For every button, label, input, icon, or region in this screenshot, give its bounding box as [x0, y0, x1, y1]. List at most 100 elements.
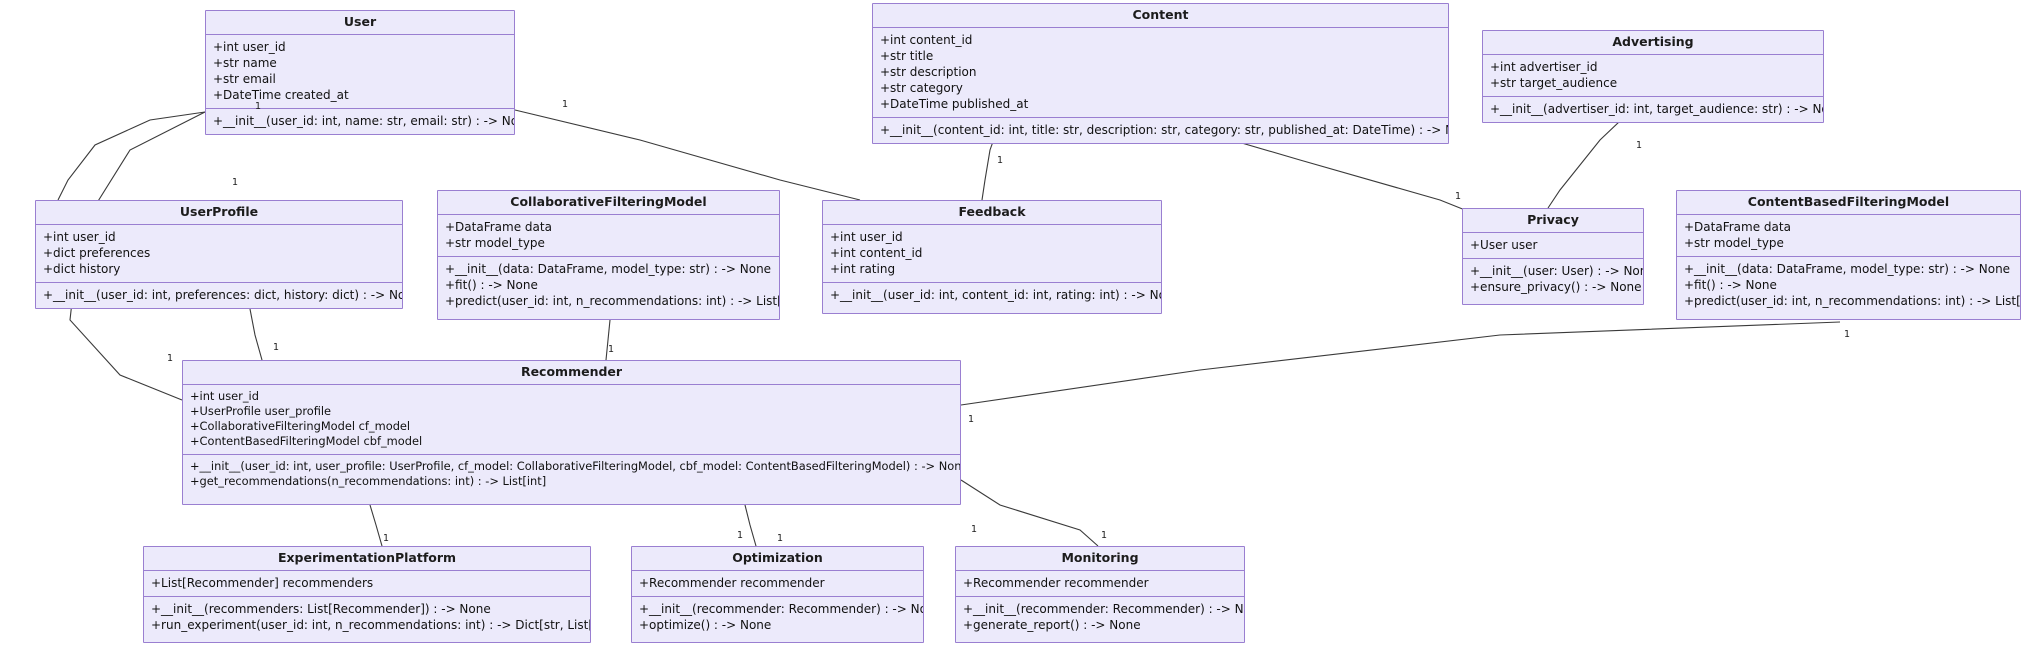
class-attribute-row: +DataFrame data	[445, 220, 552, 235]
class-attribute-row: +int content_id	[830, 246, 923, 261]
class-title: CollaborativeFilteringModel	[438, 191, 779, 216]
multiplicity-label: 1	[1101, 530, 1108, 541]
class-method-row: +__init__(recommender: Recommender) : ->…	[963, 602, 1245, 617]
class-attributes: +Recommender recommender	[956, 571, 1244, 598]
multiplicity-label: 1	[608, 344, 615, 355]
class-attributes: +DataFrame data+str model_type	[438, 215, 779, 258]
class-attribute-row: +int advertiser_id	[1490, 60, 1598, 75]
uml-class-optimization[interactable]: Optimization+Recommender recommender+__i…	[631, 546, 924, 643]
uml-class-privacy[interactable]: Privacy +User user +__init__(user: User) :…	[1462, 208, 1644, 305]
class-attribute-row: +Recommender recommender	[963, 576, 1149, 591]
multiplicity-label: 1	[1455, 191, 1462, 202]
class-title: UserProfile	[36, 201, 402, 226]
uml-class-content[interactable]: Content+int content_id+str title+str des…	[872, 3, 1449, 145]
class-attribute-row: +ContentBasedFilteringModel cbf_model	[190, 434, 423, 449]
class-methods: +__init__(data: DataFrame, model_type: s…	[1677, 257, 2021, 315]
class-methods: +__init__(user_id: int, preferences: dic…	[36, 283, 403, 309]
multiplicity-label: 1	[167, 353, 174, 364]
class-attribute-row: +int user_id	[213, 40, 286, 55]
uml-class-recommender[interactable]: Recommender+int user_id+UserProfile user…	[182, 360, 961, 505]
multiplicity-label: 1	[383, 533, 390, 544]
class-attribute-row: +dict preferences	[43, 246, 151, 261]
class-attribute-row: +DataFrame data	[1684, 220, 1791, 235]
class-attribute-row: +str category	[880, 81, 963, 96]
class-attribute-row: +User user	[1470, 238, 1538, 253]
uml-class-user[interactable]: User+int user_id+str name+str email+Date…	[205, 10, 515, 136]
uml-class-feedback[interactable]: Feedback +int user_id+int content_id+int …	[822, 200, 1162, 314]
class-attributes: +int content_id+str title+str descriptio…	[873, 28, 1448, 119]
class-attribute-row: +str model_type	[445, 236, 545, 251]
class-attributes: +int user_id+str name+str email+DateTime…	[206, 35, 514, 110]
multiplicity-label: 1	[1844, 329, 1851, 340]
association-edge-recommender-to-monitoring	[960, 479, 1099, 547]
class-attribute-row: +dict history	[43, 262, 121, 277]
uml-class-contentbasedfilteringmodel[interactable]: ContentBasedFilteringModel+DataFrame dat…	[1676, 190, 2021, 320]
association-edge-recommender-to-optimization	[744, 504, 757, 547]
multiplicity-label: 1	[997, 155, 1004, 166]
class-title: Feedback	[823, 201, 1161, 226]
class-title: Advertising	[1483, 31, 1823, 56]
class-methods: +__init__(recommenders: List[Recommender…	[144, 597, 591, 639]
multiplicity-label: 1	[232, 177, 239, 188]
class-title: ExperimentationPlatform	[144, 547, 590, 572]
association-edge-user-to-feedback	[514, 109, 861, 201]
association-edge-userprofile-to-recommender	[249, 308, 263, 361]
class-attribute-row: +UserProfile user_profile	[190, 404, 332, 419]
class-method-row: +ensure_privacy() : -> None	[1470, 280, 1642, 295]
class-method-row: +__init__(user_id: int, user_profile: Us…	[190, 459, 961, 474]
multiplicity-label: 1	[255, 101, 262, 112]
uml-class-experimentationplatform[interactable]: ExperimentationPlatform +List[Recommender…	[143, 546, 591, 643]
association-edge-recommender-to-experimentationplatform	[369, 504, 383, 547]
class-attribute-row: +int rating	[830, 262, 896, 277]
uml-class-collaborativefilteringmodel[interactable]: CollaborativeFilteringModel+DataFrame da…	[437, 190, 780, 320]
class-method-row: +__init__(user: User) : -> None	[1470, 264, 1644, 279]
association-edge-recommender-to-contentbasedfilteringmodel	[960, 321, 1841, 406]
uml-class-monitoring[interactable]: Monitoring +Recommender recommender +__ini…	[955, 546, 1245, 643]
uml-class-userprofile[interactable]: UserProfile+int user_id+dict preferences…	[35, 200, 403, 310]
class-method-row: +__init__(user_id: int, name: str, email…	[213, 114, 515, 129]
class-method-row: +__init__(recommenders: List[Recommender…	[151, 602, 491, 617]
class-method-row: +__init__(data: DataFrame, model_type: s…	[445, 262, 772, 277]
class-attribute-row: +DateTime published_at	[880, 97, 1029, 112]
multiplicity-label: 1	[1636, 140, 1643, 151]
class-title: Recommender	[183, 361, 960, 386]
class-attribute-row: +CollaborativeFilteringModel cf_model	[190, 419, 411, 434]
class-methods: +__init__(recommender: Recommender) : ->…	[956, 597, 1245, 639]
class-methods: +__init__(data: DataFrame, model_type: s…	[438, 257, 779, 315]
multiplicity-label: 1	[737, 530, 744, 541]
class-method-row: +run_experiment(user_id: int, n_recommen…	[151, 618, 591, 633]
class-attribute-row: +List[Recommender] recommenders	[151, 576, 374, 591]
class-title: User	[206, 11, 514, 36]
class-attributes: +Recommender recommender	[632, 571, 923, 598]
class-attributes: +int user_id+dict preferences+dict histo…	[36, 225, 402, 284]
uml-class-advertising[interactable]: Advertising+int advertiser_id+str target…	[1482, 30, 1824, 124]
class-attributes: +List[Recommender] recommenders	[144, 571, 590, 598]
class-title: Content	[873, 4, 1448, 29]
class-attribute-row: +int content_id	[880, 33, 973, 48]
class-methods: +__init__(user_id: int, user_profile: Us…	[183, 455, 961, 495]
multiplicity-label: 1	[273, 342, 280, 353]
class-attribute-row: +int user_id	[43, 230, 116, 245]
class-title: Optimization	[632, 547, 923, 572]
class-title: Privacy	[1463, 209, 1643, 234]
class-attributes: +DataFrame data+str model_type	[1677, 215, 2020, 258]
multiplicity-label: 1	[971, 524, 978, 535]
association-edge-user-to-userprofile	[57, 111, 206, 201]
class-method-row: +fit() : -> None	[445, 278, 538, 293]
class-attribute-row: +int user_id	[830, 230, 903, 245]
class-attribute-row: +str title	[880, 49, 934, 64]
class-title: Monitoring	[956, 547, 1244, 572]
class-method-row: +__init__(data: DataFrame, model_type: s…	[1684, 262, 2011, 277]
class-method-row: +predict(user_id: int, n_recommendations…	[1684, 294, 2021, 309]
class-title: ContentBasedFilteringModel	[1677, 191, 2020, 216]
class-attribute-row: +str name	[213, 56, 277, 71]
multiplicity-label: 1	[777, 533, 784, 544]
class-methods: +__init__(content_id: int, title: str, d…	[873, 118, 1448, 144]
class-attribute-row: +str target_audience	[1490, 76, 1618, 91]
class-attributes: +int advertiser_id+str target_audience	[1483, 55, 1823, 98]
class-method-row: +__init__(user_id: int, preferences: dic…	[43, 288, 403, 303]
multiplicity-label: 1	[562, 99, 569, 110]
class-attribute-row: +str description	[880, 65, 977, 80]
class-method-row: +__init__(user_id: int, content_id: int,…	[830, 288, 1162, 303]
